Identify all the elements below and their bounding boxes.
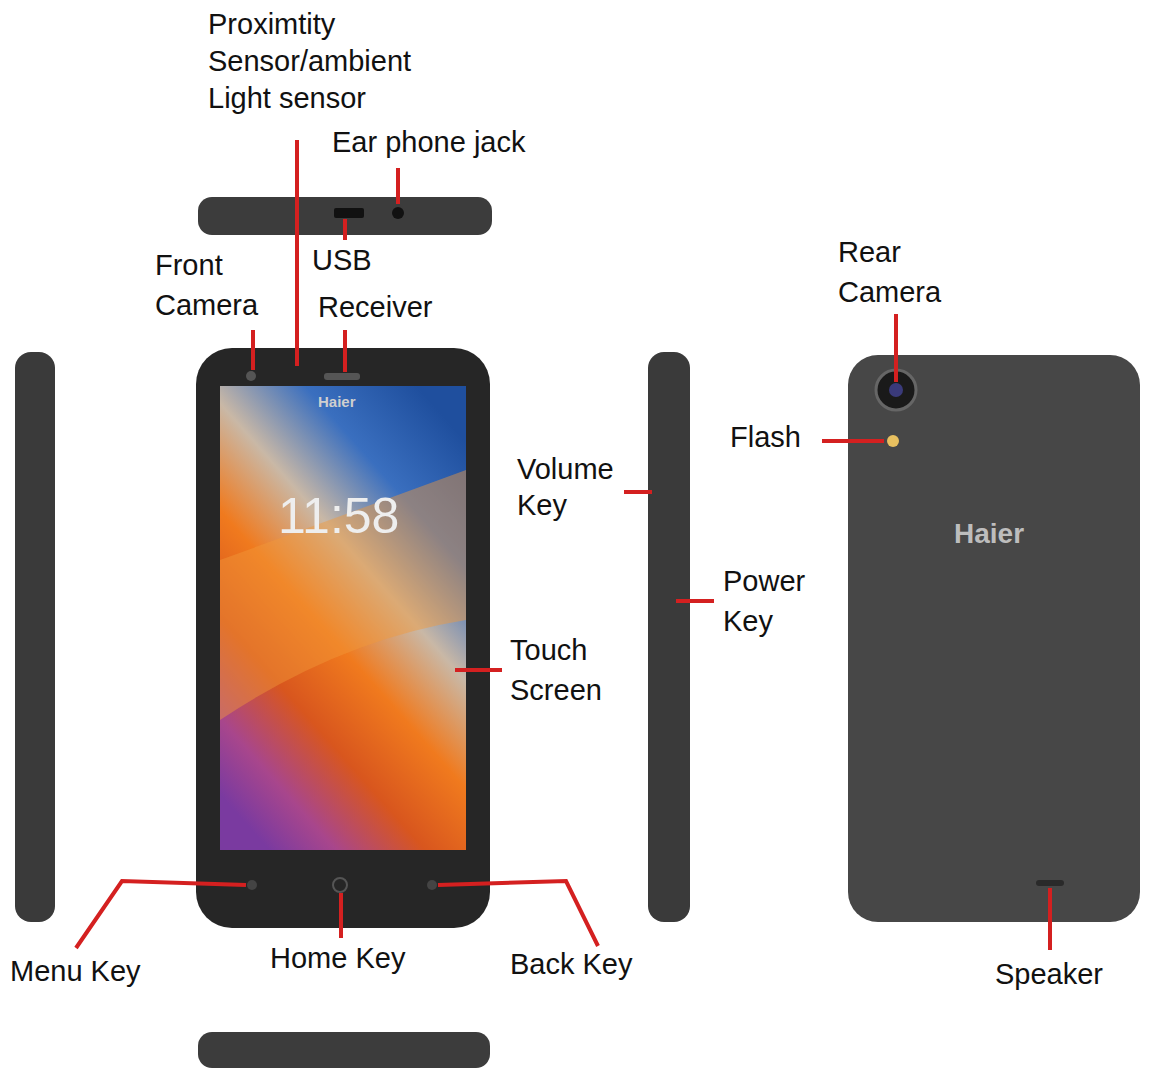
screen (220, 386, 466, 850)
back-key-dot (427, 880, 437, 890)
part-label: Speaker (995, 954, 1103, 994)
leader-line (76, 881, 246, 948)
brand-logo: Haier (318, 393, 356, 411)
leader-line (822, 439, 884, 443)
leader-line (1048, 888, 1052, 950)
leader-line (438, 881, 598, 946)
leader-line (251, 330, 255, 370)
part-label: Front Camera (155, 245, 280, 325)
leader-line (339, 893, 343, 938)
right-side (648, 352, 690, 922)
leader-line (343, 330, 347, 372)
home-key-dot (333, 878, 347, 892)
part-label: Receiver (318, 287, 432, 327)
brand-logo: Haier (954, 518, 1024, 550)
screen-wave (220, 470, 466, 720)
part-label: Rear Camera (838, 232, 968, 312)
part-label: Touch Screen (510, 630, 622, 710)
part-label: USB (312, 240, 372, 280)
part-label: Power Key (723, 561, 825, 641)
clock-text: 11:58 (278, 488, 399, 544)
part-label: Home Key (270, 938, 405, 978)
bottom-edge (198, 1032, 490, 1068)
receiver-slot (324, 373, 360, 380)
leader-line (894, 314, 898, 382)
leader-line (343, 219, 347, 240)
part-label: Flash (730, 417, 801, 457)
jack-hole (392, 207, 404, 219)
leader-line (624, 490, 652, 494)
part-label: Ear phone jack (332, 122, 525, 162)
phone-back (848, 355, 1140, 922)
part-label: Volume Key (517, 451, 629, 523)
leader-line (396, 168, 400, 204)
usb-port (334, 208, 364, 218)
leader-line (295, 140, 299, 366)
part-label: Menu Key (10, 951, 141, 991)
flash-led (887, 435, 899, 447)
phone-front (196, 348, 490, 928)
front-camera-dot (246, 371, 256, 381)
rear-lens (889, 383, 903, 397)
part-label: Back Key (510, 944, 633, 984)
part-label: Proximtity Sensor/ambient Light sensor (208, 6, 443, 117)
leader-line (455, 668, 502, 672)
left-side (15, 352, 55, 922)
speaker-slot (1036, 880, 1064, 886)
menu-key-dot (247, 880, 257, 890)
leader-line (676, 599, 714, 603)
